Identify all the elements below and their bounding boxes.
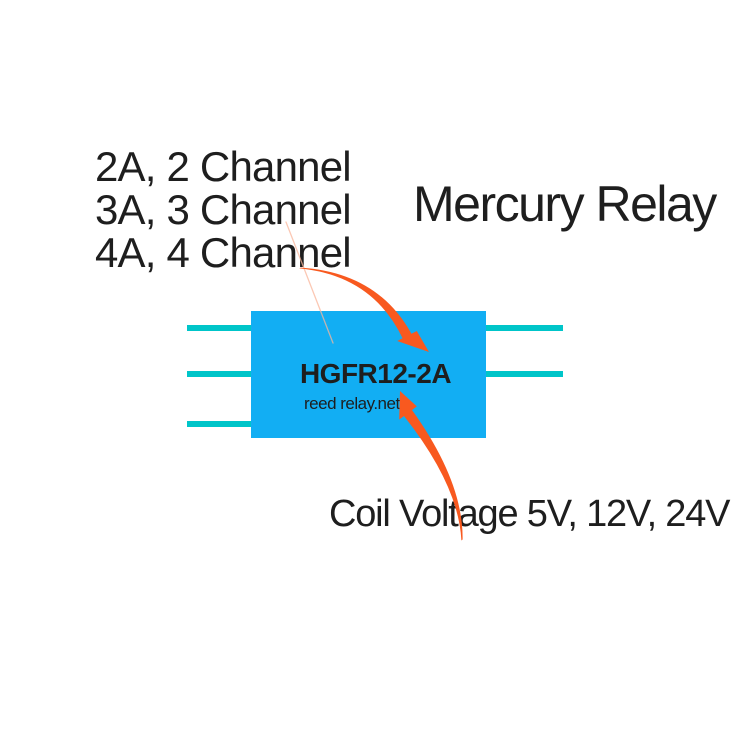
relay-model-label: HGFR12-2A	[299, 358, 452, 389]
channel-spec-line-3: 4A, 4 Channel	[95, 229, 352, 276]
channel-spec-line-2: 3A, 3 Channel	[95, 186, 352, 233]
channel-spec-line-1: 2A, 2 Channel	[95, 143, 352, 190]
channel-specs-list: 2A, 2 Channel 3A, 3 Channel 4A, 4 Channe…	[95, 143, 352, 276]
relay-pin-right-1	[486, 325, 563, 331]
relay-body: HGFR12-2A reed relay.net	[251, 311, 486, 438]
coil-voltage-label: Coil Voltage 5V, 12V, 24V	[329, 493, 731, 535]
diagram-title: Mercury Relay	[413, 176, 717, 232]
relay-pin-left-3	[187, 421, 251, 427]
relay-watermark: reed relay.net	[304, 394, 400, 413]
relay-pin-left-2	[187, 371, 251, 377]
relay-pin-right-2	[486, 371, 563, 377]
relay-pin-left-1	[187, 325, 251, 331]
